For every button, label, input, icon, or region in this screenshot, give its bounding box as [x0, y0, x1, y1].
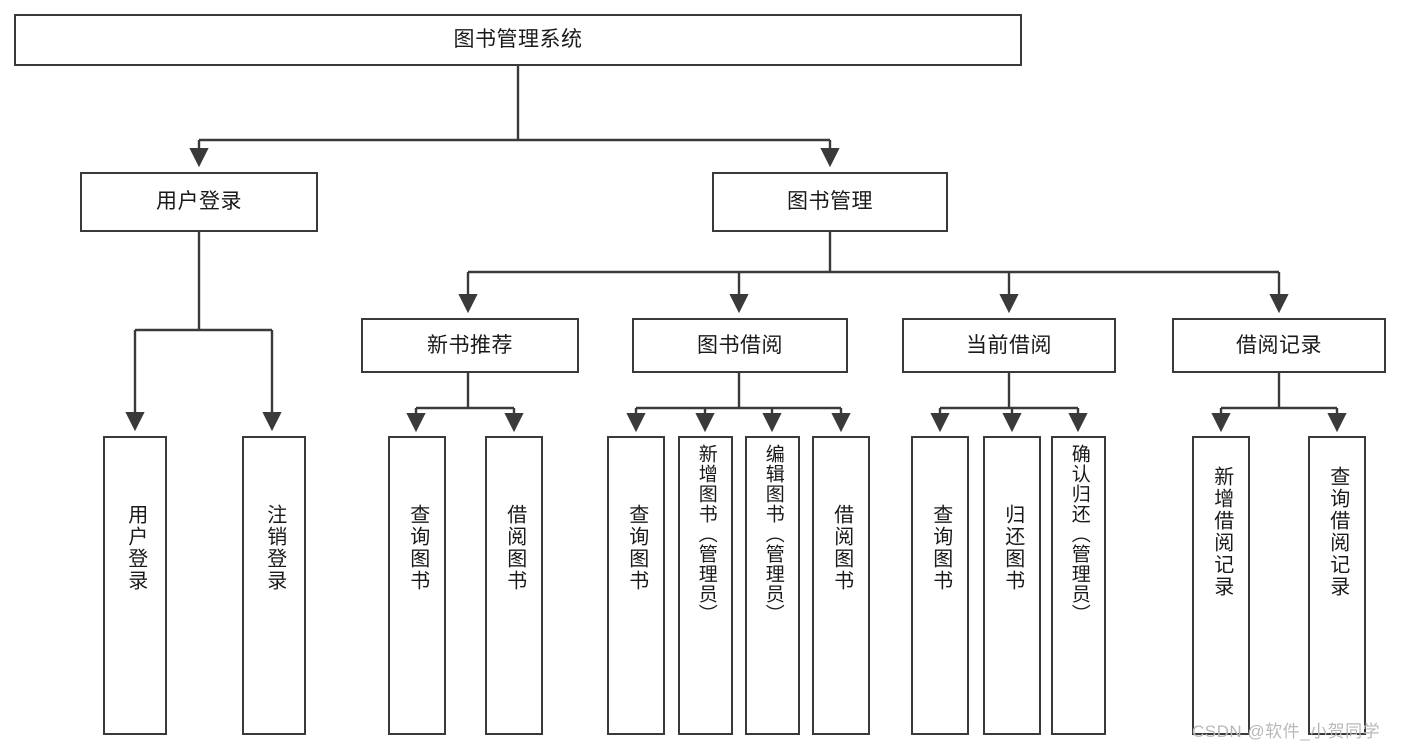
node-leaf-add-book[interactable]: 新增图书（管理员） [678, 436, 733, 735]
node-leaf-user-login[interactable]: 用户登录 [103, 436, 167, 735]
node-leaf-add-book-label: 新增图书（管理员） [695, 444, 717, 624]
node-root-label: 图书管理系统 [453, 28, 583, 52]
node-book-borrow[interactable]: 图书借阅 [632, 318, 848, 373]
node-leaf-return-book-label: 归还图书 [1001, 504, 1024, 592]
node-leaf-borrow-book-1[interactable]: 借阅图书 [485, 436, 543, 735]
node-leaf-add-record-label: 新增借阅记录 [1210, 466, 1233, 598]
node-leaf-edit-book-label: 编辑图书（管理员） [762, 444, 784, 624]
node-current-borrow[interactable]: 当前借阅 [902, 318, 1116, 373]
node-root[interactable]: 图书管理系统 [14, 14, 1022, 66]
node-leaf-query-record[interactable]: 查询借阅记录 [1308, 436, 1366, 735]
node-borrow-record[interactable]: 借阅记录 [1172, 318, 1386, 373]
node-leaf-query-book-2[interactable]: 查询图书 [607, 436, 665, 735]
node-leaf-edit-book[interactable]: 编辑图书（管理员） [745, 436, 800, 735]
node-leaf-user-login-label: 用户登录 [124, 504, 147, 592]
node-leaf-query-record-label: 查询借阅记录 [1326, 466, 1349, 598]
node-user-login-label: 用户登录 [156, 190, 242, 214]
node-borrow-record-label: 借阅记录 [1236, 333, 1322, 357]
node-leaf-query-book-3[interactable]: 查询图书 [911, 436, 969, 735]
node-leaf-return-book[interactable]: 归还图书 [983, 436, 1041, 735]
node-book-manage[interactable]: 图书管理 [712, 172, 948, 232]
node-new-book-recommend[interactable]: 新书推荐 [361, 318, 579, 373]
node-user-login[interactable]: 用户登录 [80, 172, 318, 232]
node-leaf-confirm-return[interactable]: 确认归还（管理员） [1051, 436, 1106, 735]
node-leaf-borrow-book-2[interactable]: 借阅图书 [812, 436, 870, 735]
node-leaf-borrow-book-1-label: 借阅图书 [503, 504, 526, 592]
node-leaf-add-record[interactable]: 新增借阅记录 [1192, 436, 1250, 735]
node-book-borrow-label: 图书借阅 [697, 333, 783, 357]
node-book-manage-label: 图书管理 [787, 190, 873, 214]
node-leaf-user-logout-label: 注销登录 [263, 504, 286, 592]
node-leaf-query-book-1[interactable]: 查询图书 [388, 436, 446, 735]
node-leaf-query-book-1-label: 查询图书 [406, 504, 429, 592]
node-leaf-query-book-2-label: 查询图书 [625, 504, 648, 592]
node-new-book-recommend-label: 新书推荐 [427, 333, 513, 357]
node-leaf-user-logout[interactable]: 注销登录 [242, 436, 306, 735]
node-leaf-query-book-3-label: 查询图书 [929, 504, 952, 592]
node-current-borrow-label: 当前借阅 [966, 333, 1052, 357]
node-leaf-borrow-book-2-label: 借阅图书 [830, 504, 853, 592]
node-leaf-confirm-return-label: 确认归还（管理员） [1068, 444, 1090, 624]
